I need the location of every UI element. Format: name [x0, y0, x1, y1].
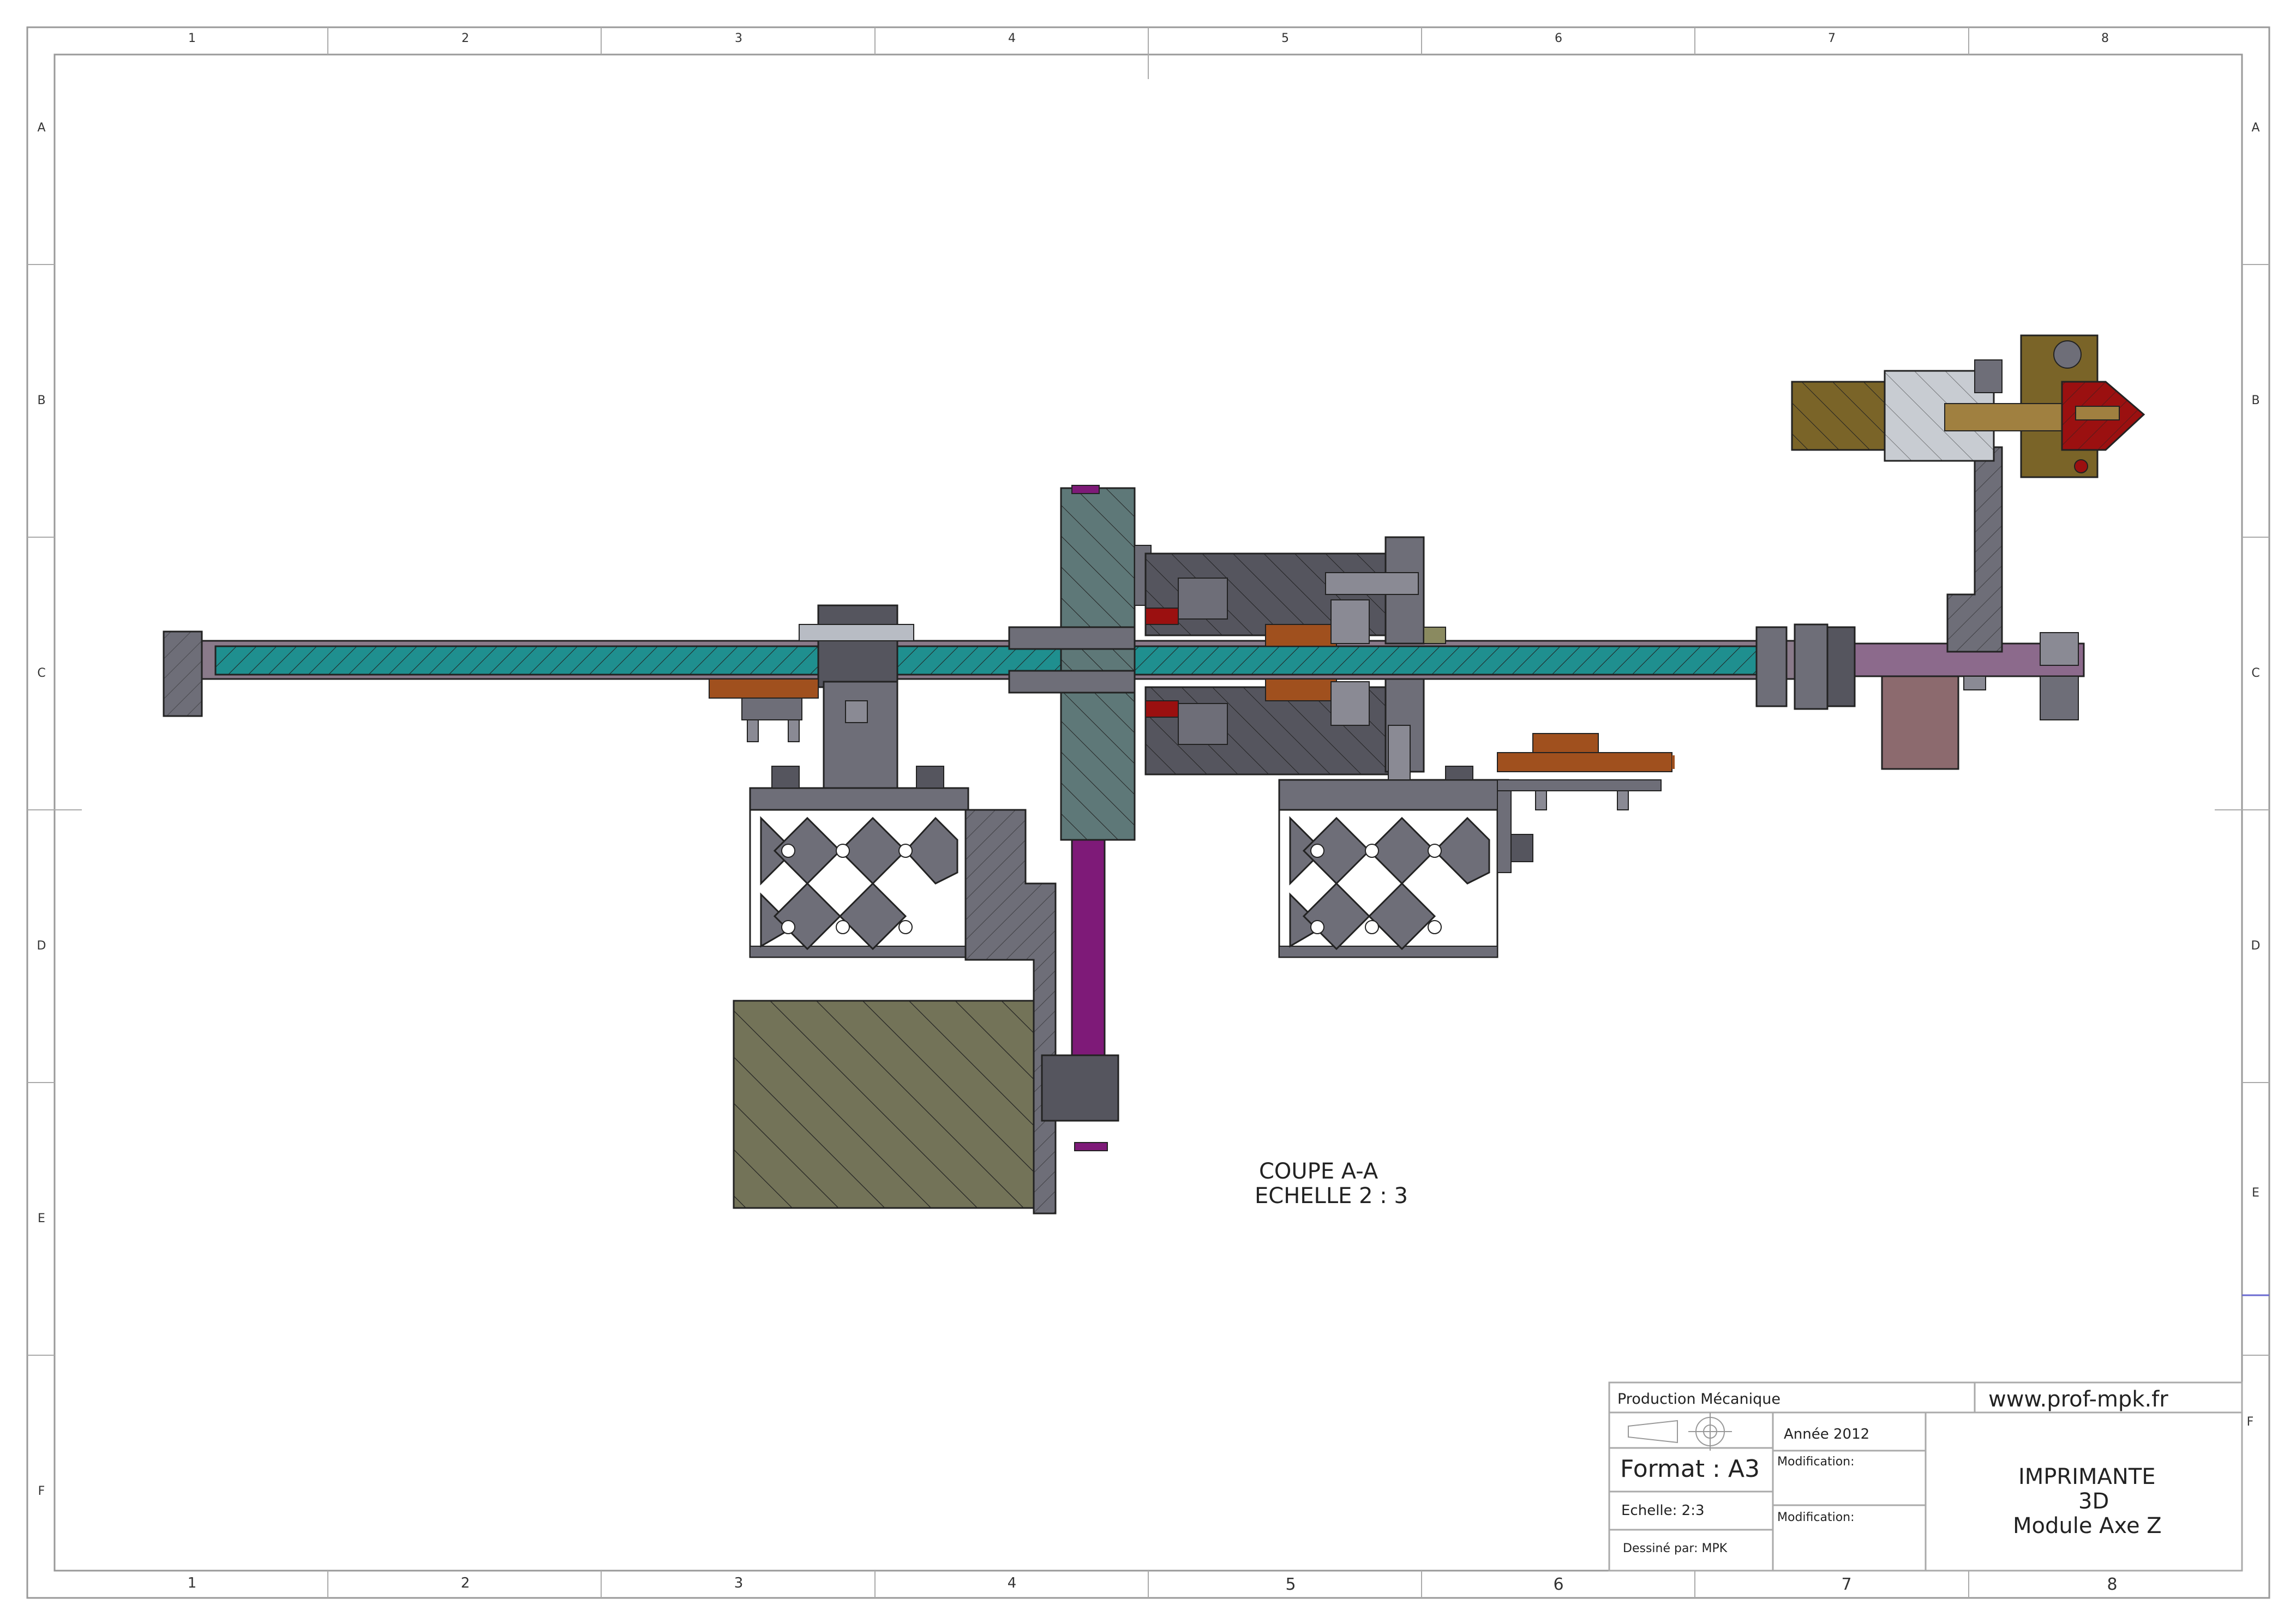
row-label: D	[37, 939, 46, 953]
column-label: 3	[735, 32, 742, 45]
column-label: 2	[460, 1575, 470, 1591]
spacer	[1881, 675, 1959, 770]
column-label: 2	[461, 32, 469, 45]
stepper-motor	[733, 1000, 1035, 1209]
row-label: C	[2251, 666, 2260, 680]
motor-shaft	[1041, 839, 1119, 1151]
aluminium-profile-right	[1278, 725, 1533, 958]
left-end-bracket	[163, 630, 203, 717]
extruder-arm	[1946, 446, 2003, 653]
scale-label: Echelle: 2:3	[1621, 1502, 1705, 1519]
column-label: 6	[1553, 1575, 1564, 1594]
row-label: F	[38, 1484, 45, 1498]
motor-bracket	[964, 809, 1057, 1215]
drawn-by-label: Dessiné par: MPK	[1623, 1542, 1728, 1555]
row-label: C	[37, 666, 46, 680]
column-label: 5	[1281, 32, 1289, 45]
company-label: Production Mécanique	[1617, 1391, 1781, 1408]
drawing-title-line3: Module Axe Z	[2013, 1513, 2162, 1538]
modification-label-2: Modification:	[1777, 1511, 1855, 1524]
modification-label-1: Modification:	[1777, 1455, 1855, 1469]
column-label: 1	[188, 32, 196, 45]
row-label: A	[37, 121, 46, 135]
extruder-head	[1791, 334, 2145, 478]
row-label: E	[38, 1212, 45, 1225]
website-link[interactable]: www.prof-mpk.fr	[1988, 1387, 2168, 1412]
column-label: 8	[2107, 1575, 2118, 1594]
year-label: Année 2012	[1784, 1426, 1870, 1442]
bearing-housing	[1144, 536, 1446, 776]
section-scale: ECHELLE 2 : 3	[1255, 1183, 1408, 1209]
row-label: E	[2252, 1186, 2259, 1200]
pillow-block	[799, 604, 914, 797]
column-label: 4	[1008, 32, 1016, 45]
row-label: F	[2246, 1415, 2254, 1429]
column-label: 6	[1555, 32, 1562, 45]
column-label: 7	[1841, 1575, 1852, 1594]
row-label: D	[2251, 939, 2261, 953]
row-label: B	[37, 394, 46, 407]
lead-screw	[163, 640, 1807, 680]
drawing-title-line2: 3D	[2078, 1489, 2109, 1514]
column-label: 8	[2101, 32, 2109, 45]
limit-switch-right	[1497, 733, 1675, 810]
limit-switch-left	[709, 678, 819, 742]
format-label: Format : A3	[1620, 1455, 1760, 1483]
projection-symbol	[1628, 1412, 1732, 1451]
column-label: 3	[734, 1575, 744, 1591]
column-label: 7	[1828, 32, 1836, 45]
row-label: A	[2251, 121, 2260, 135]
row-label: B	[2251, 394, 2260, 407]
drawing-title-line1: IMPRIMANTE	[2018, 1464, 2156, 1489]
column-label: 5	[1285, 1575, 1296, 1594]
aluminium-profile-left	[749, 766, 969, 958]
section-title: COUPE A-A	[1259, 1159, 1378, 1184]
column-label: 4	[1007, 1575, 1017, 1591]
column-label: 1	[187, 1575, 197, 1591]
